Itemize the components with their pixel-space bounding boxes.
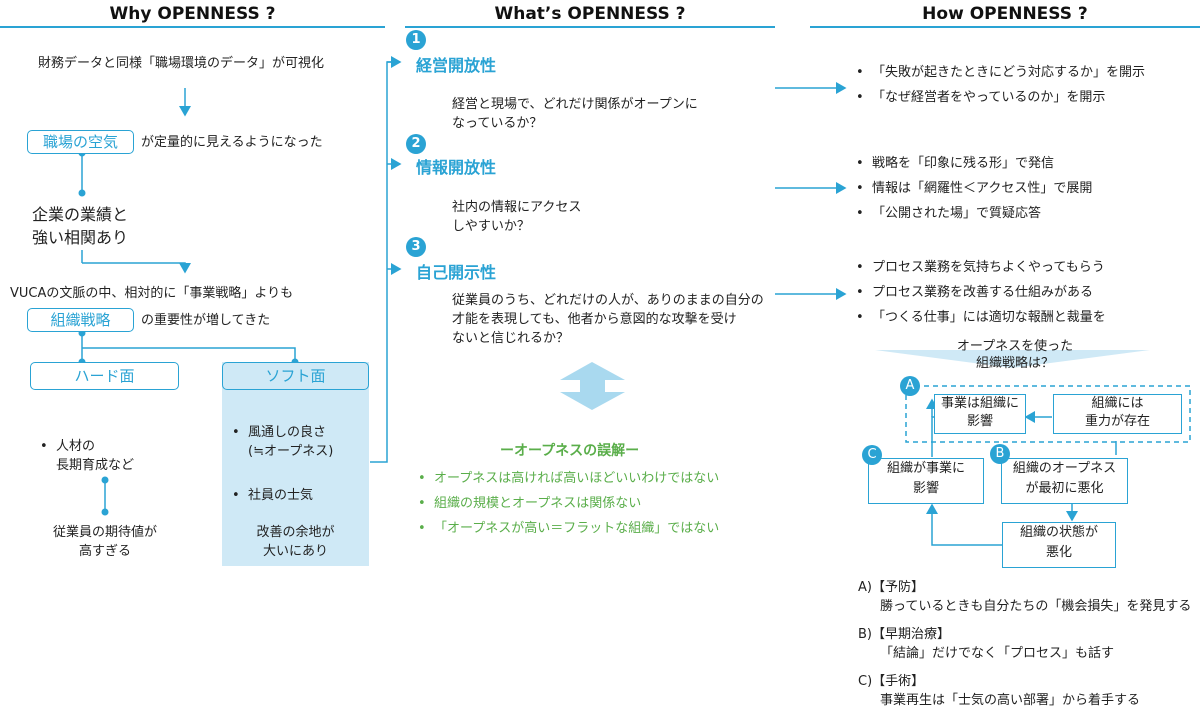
how-item: 「なぜ経営者をやっているのか」を開示 xyxy=(852,88,1197,107)
label-b-badge: B xyxy=(990,444,1010,464)
how-item: プロセス業務を改善する仕組みがある xyxy=(852,283,1197,302)
box-org-state-worsens: 組織の状態が 悪化 xyxy=(1002,522,1116,568)
note-a-head: A)【予防】 xyxy=(858,580,924,595)
left-top-text: 財務データと同様「職場環境のデータ」が可視化 xyxy=(38,56,325,71)
hard-aspect-box: ハード面 xyxy=(30,362,179,390)
header-what: What’s OPENNESS ? xyxy=(405,2,775,28)
soft-aspect-panel xyxy=(222,362,369,566)
box-org-affects-business: 組織が事業に 影響 xyxy=(868,458,984,504)
how-item: 情報は「網羅性＜アクセス性」で展開 xyxy=(852,179,1197,198)
misconception-item: 「オープネスが高い＝フラットな組織」ではない xyxy=(414,519,774,538)
soft-item: 風通しの良さ (≒オープネス) xyxy=(228,423,368,461)
how-group-1: 「失敗が起きたときにどう対応するか」を開示 「なぜ経営者をやっているのか」を開示 xyxy=(852,63,1197,107)
item-desc-1: 経営と現場で、どれだけ関係がオープンに なっているか？ xyxy=(452,97,698,131)
box-business-affects-org: 事業は組織に 影響 xyxy=(934,394,1026,434)
note-a: A)【予防】 勝っているときも自分たちの「機会損失」を発見する xyxy=(858,578,1198,616)
header-why: Why OPENNESS ? xyxy=(0,2,385,28)
how-item: 「失敗が起きたときにどう対応するか」を開示 xyxy=(852,63,1197,82)
misconception-item: 組織の規模とオープネスは関係ない xyxy=(414,494,774,513)
note-c-head: C)【手術】 xyxy=(858,674,925,689)
how-item: 戦略を「印象に残る形」で発信 xyxy=(852,154,1197,173)
item-desc-2: 社内の情報にアクセス しやすいか？ xyxy=(452,200,582,234)
header-how: How OPENNESS ? xyxy=(810,2,1200,28)
correlation-text: 企業の業績と 強い相関あり xyxy=(32,203,128,249)
soft-item: 社員の士気 xyxy=(228,486,368,505)
vuca-text: VUCAの文脈の中、相対的に「事業戦略」よりも xyxy=(10,286,294,301)
misconception-item: オープネスは高ければ高いほどいいわけではない xyxy=(414,469,774,488)
box1-text: が定量的に見えるようになった xyxy=(141,135,323,150)
how-item: プロセス業務を気持ちよくやってもらう xyxy=(852,258,1197,277)
soft-aspect-box: ソフト面 xyxy=(222,362,369,390)
item-title-3: 自己開示性 xyxy=(416,263,497,282)
number-badge-2: 2 xyxy=(406,134,426,154)
item-title-2: 情報開放性 xyxy=(416,158,497,177)
misconception-list: オープネスは高ければ高いほどいいわけではない 組織の規模とオープネスは関係ない … xyxy=(414,469,774,538)
misconception-title: ーオープネスの誤解ー xyxy=(500,443,640,459)
note-a-body: 勝っているときも自分たちの「機会損失」を発見する xyxy=(880,599,1192,614)
hard-item: 人材の 長期育成など xyxy=(36,437,186,475)
label-c-badge: C xyxy=(862,445,882,465)
soft-result: 改善の余地が 大いにあり xyxy=(256,525,335,559)
note-c: C)【手術】 事業再生は「士気の高い部署」から着手する xyxy=(858,672,1198,710)
how-group-3: プロセス業務を気持ちよくやってもらう プロセス業務を改善する仕組みがある 「つく… xyxy=(852,258,1197,327)
corr-line1: 企業の業績と xyxy=(32,205,129,224)
number-badge-1: 1 xyxy=(406,30,426,50)
box2-text: の重要性が増してきた xyxy=(141,313,271,328)
corr-line2: 強い相関あり xyxy=(32,228,129,247)
how-item: 「つくる仕事」には適切な報酬と裁量を xyxy=(852,308,1197,327)
note-c-body: 事業再生は「士気の高い部署」から着手する xyxy=(880,693,1141,708)
how-item: 「公開された場」で質疑応答 xyxy=(852,204,1197,223)
hard-items: 人材の 長期育成など xyxy=(36,418,186,494)
soft-items: 風通しの良さ (≒オープネス) 社員の士気 xyxy=(228,404,368,524)
box-openness-worsens: 組織のオープネス が最初に悪化 xyxy=(1001,458,1128,504)
label-a-badge: A xyxy=(900,376,920,396)
note-b-body: 「結論」だけでなく「プロセス」も話す xyxy=(880,646,1115,661)
note-b-head: B)【早期治療】 xyxy=(858,627,950,642)
hard-result: 従業員の期待値が 高すぎる xyxy=(52,525,157,559)
item-title-1: 経営開放性 xyxy=(416,56,497,75)
how-group-2: 戦略を「印象に残る形」で発信 情報は「網羅性＜アクセス性」で展開 「公開された場… xyxy=(852,154,1197,223)
note-b: B)【早期治療】 「結論」だけでなく「プロセス」も話す xyxy=(858,625,1198,663)
strategy-question: オープネスを使った 組織戦略は？ xyxy=(956,339,1074,371)
item-desc-3: 従業員のうち、どれだけの人が、ありのままの自分の 才能を表現しても、他者から意図… xyxy=(452,293,764,346)
number-badge-3: 3 xyxy=(406,237,426,257)
box-org-gravity: 組織には 重力が存在 xyxy=(1053,394,1182,434)
box-org-strategy: 組織戦略 xyxy=(27,308,134,332)
box-workplace-air: 職場の空気 xyxy=(27,130,134,154)
